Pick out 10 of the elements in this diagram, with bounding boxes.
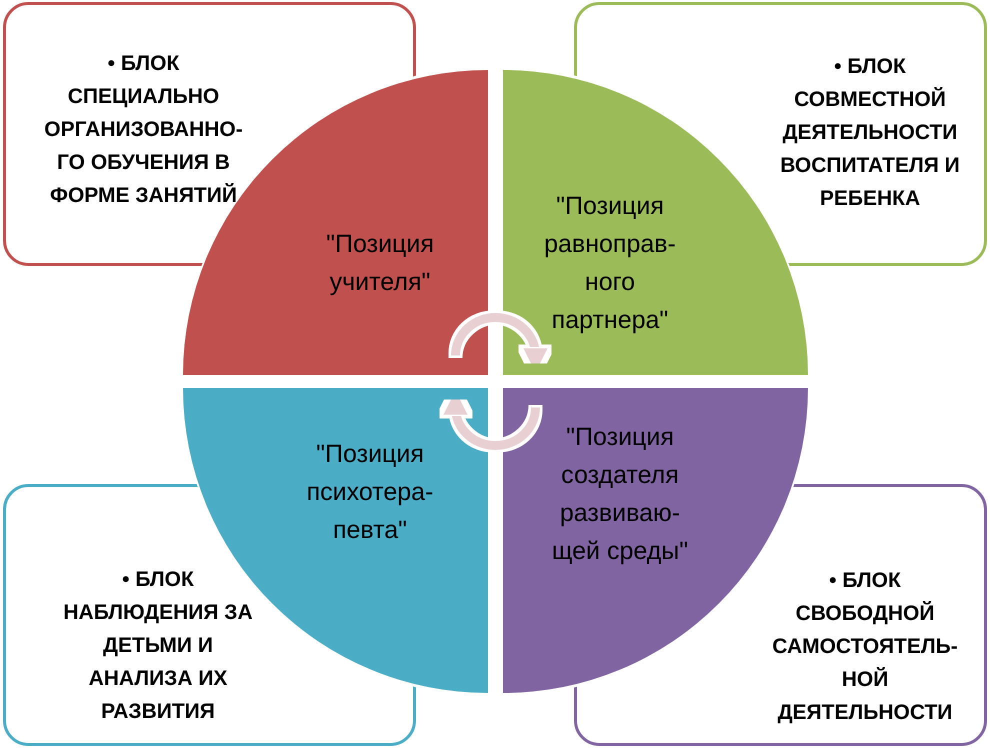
block-text: • БЛОК СОВМЕСТНОЙ ДЕЯТЕЛЬНОСТИ ВОСПИТАТЕЛЯ И РЕБЕНКА <box>779 54 961 212</box>
curved-arrow <box>440 386 540 450</box>
position-label: "Позиция психотера-певта" <box>306 439 434 546</box>
block-text: • БЛОК НАБЛЮДЕНИЯ ЗА ДЕТЬМИ И АНАЛИЗА ИХ РАЗВИТИЯ <box>62 567 254 725</box>
curved-arrow <box>451 313 551 378</box>
block-text: • БЛОК СПЕЦИАЛЬНО ОРГАНИЗОВАННО-ГО ОБУЧЕНИЯ В ФОРМЕ ЗАНЯТИЙ <box>43 51 244 209</box>
block-text: • БЛОК СВОБОДНОЙ САМОСТОЯТЕЛЬ-НОЙ ДЕЯТЕЛЬНОСТИ <box>771 568 959 726</box>
position-label: "Позиция равноправ-ного партнера" <box>543 191 677 336</box>
position-label: "Позиция создателя развиваю-щей среды" <box>550 422 690 567</box>
position-label: "Позиция учителя" <box>325 229 435 298</box>
